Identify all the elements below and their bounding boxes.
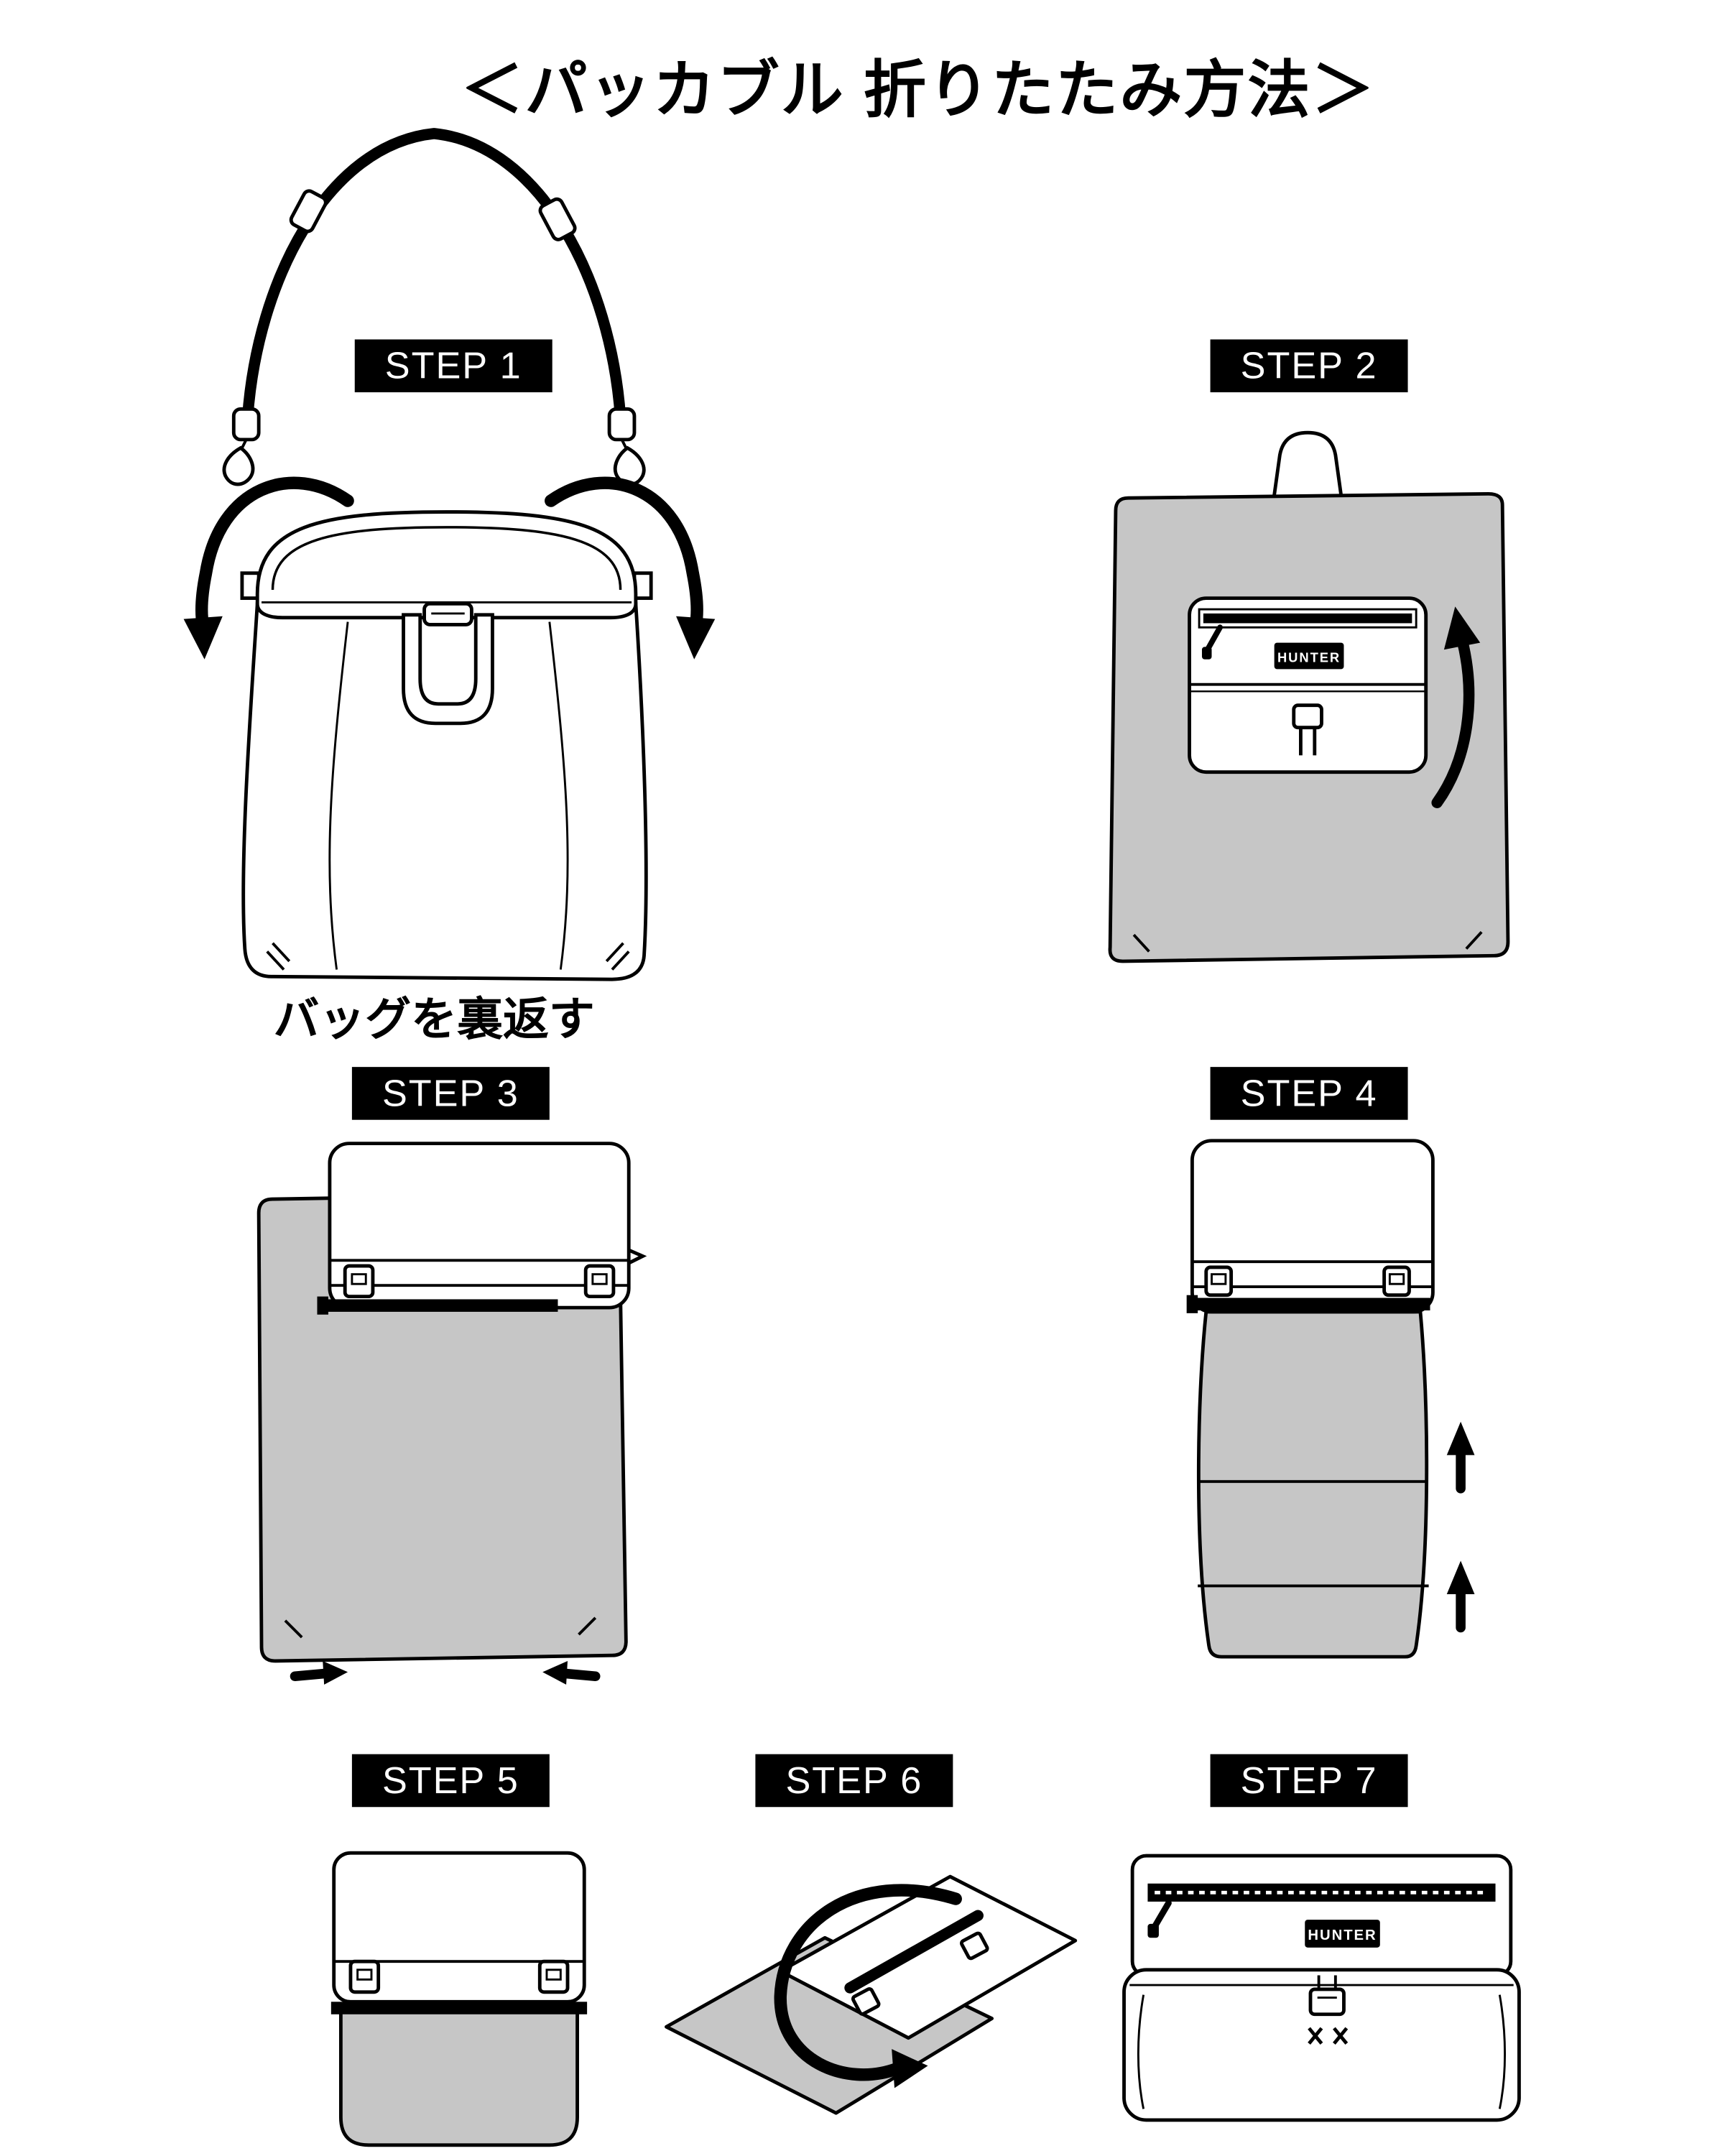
step-6-label-text: STEP 6 [785,1759,923,1801]
tuck-arrow [774,1884,962,2088]
hunter-logo-text: HUNTER [1277,650,1341,665]
step-4-label: STEP 4 [1210,1067,1408,1120]
pouch-zipper [1147,1883,1496,1938]
flip-arrow-right [545,476,716,660]
body-corner-right [1465,931,1483,950]
flap-panel [317,1142,631,1315]
inner-pocket: HUNTER [1188,596,1428,774]
top-handle [1270,430,1345,507]
bag-seam-right [548,621,569,970]
step-3-label-text: STEP 3 [381,1071,519,1114]
bag-corner-left [266,942,291,971]
step-2-label-text: STEP 2 [1240,344,1378,387]
page-title: ＜パッカブル 折りたたみ方法＞ [461,54,1376,126]
strap-cordlock-left [231,407,261,442]
flap-panel [1186,1139,1435,1314]
folded-body [1196,1310,1429,1659]
pouch-flap [1130,1854,1513,1977]
corner-notch-left [284,1619,303,1639]
strap-cordlock-right [607,407,637,442]
bag-opening [255,510,638,620]
corner-notch-right [578,1616,597,1636]
pouch-side-seams [1137,1994,1507,2109]
step-7-label-text: STEP 7 [1240,1759,1378,1801]
bag-corner-right [605,942,630,971]
hunter-logo-box [1274,642,1344,670]
step-4-illustration [1186,1139,1475,1659]
step-7-label: STEP 7 [1210,1754,1408,1808]
step-1-caption: バッグを裏返す [273,993,595,1045]
roll-arrow-1 [1446,1421,1475,1494]
step-3-illustration [256,1142,647,1685]
flip-arrow-left [183,476,354,660]
bag-handle [402,601,494,726]
step-2-label: STEP 2 [1210,339,1408,393]
step-3-label: STEP 3 [351,1067,550,1120]
body-corner-left [1132,933,1150,953]
stitch-marks [1308,2027,1349,2045]
shoulder-strap [222,128,646,486]
step-5-label-text: STEP 5 [381,1759,519,1801]
step-2-illustration: HUNTER [1108,430,1510,963]
buckle-left [851,1987,881,2016]
buckle-left [343,1264,375,1299]
fold-arrow-left [290,1660,348,1685]
buckle-right [1382,1265,1411,1297]
buckle-left [348,1959,381,1994]
fold-arrow-right [542,1660,601,1685]
flap-panel [330,1851,588,2014]
pocket-zipper [1203,613,1412,624]
strap-hook-left [222,445,255,486]
step-6-illustration [665,1874,1078,2115]
zipper-pull [1151,1900,1172,1930]
hunter-logo-box [1305,1920,1380,1948]
buckle-right [960,1931,989,1961]
step-1-illustration [183,128,716,981]
bag-body [240,510,653,981]
step-5-illustration [330,1851,588,2147]
black-strap [330,2002,588,2014]
step-5-label: STEP 5 [351,1754,550,1808]
pouch-clip [1308,1975,1346,2017]
buckle-right [537,1959,570,1994]
step-4-label-text: STEP 4 [1240,1071,1378,1114]
black-strap [1193,1297,1430,1310]
black-strap [844,1910,984,1994]
step-7-illustration: HUNTER [1122,1854,1521,2122]
pull-up-arrow [1431,606,1481,808]
step-1-label: STEP 1 [354,339,552,393]
step-6-label: STEP 6 [755,1754,953,1808]
zipper-pull [1204,624,1224,653]
pocket-clip [1292,703,1323,730]
rolled-bundle [338,2009,579,2147]
buckle-right [583,1264,616,1299]
buckle-left [1204,1265,1234,1297]
bag-seam-left [328,621,349,970]
pouch-body [1122,1968,1521,2122]
step-1-label-text: STEP 1 [384,344,522,387]
roll-arrow-2 [1446,1560,1475,1633]
black-strap [324,1299,558,1312]
hunter-logo-text: HUNTER [1308,1928,1377,1943]
